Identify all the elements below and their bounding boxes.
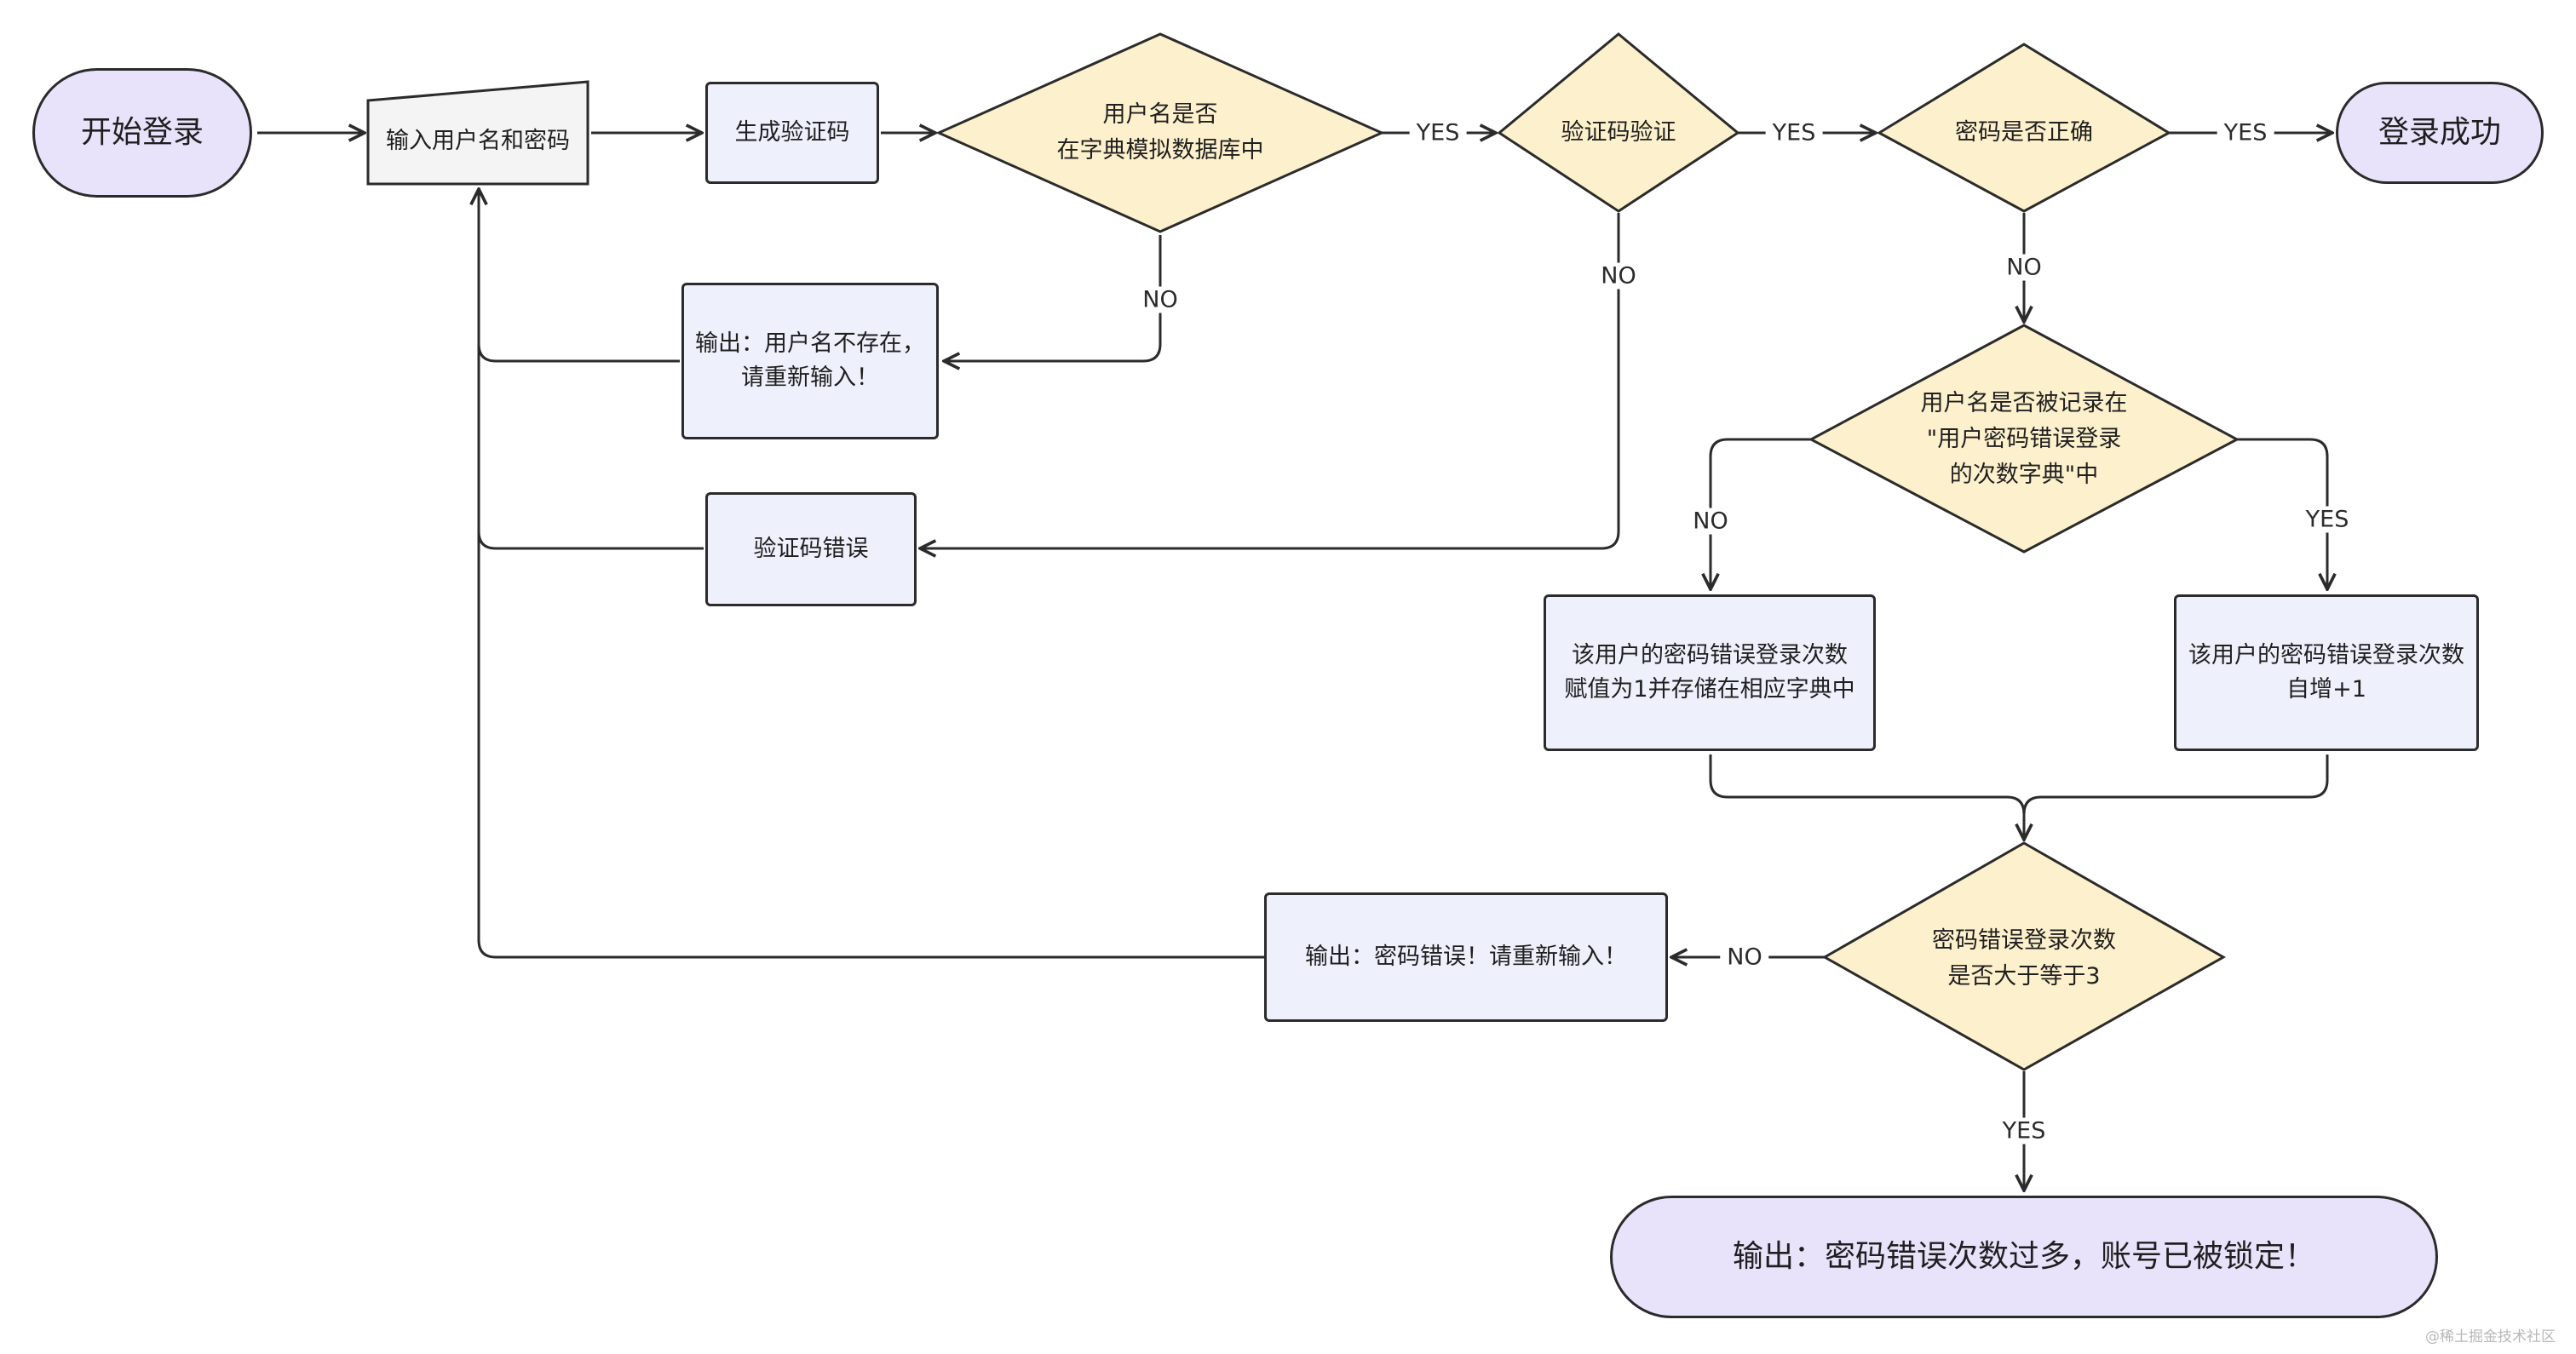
edge-captcha-error-back <box>477 531 704 550</box>
edge-merge-right <box>2022 754 2329 815</box>
decision-recorded-shape <box>1808 324 2240 554</box>
input-node: 输入用户名和密码 <box>386 127 570 154</box>
start-terminal: 开始登录 <box>32 68 252 198</box>
label-password-no: NO <box>1999 254 2049 281</box>
decision-password-shape <box>1876 43 2172 213</box>
edge-recorded-yes <box>2237 438 2327 589</box>
label-over3-no: NO <box>1720 944 1769 971</box>
output-no-user-box: 输出：用户名不存在， 请重新输入！ <box>681 283 939 439</box>
generate-captcha-box: 生成验证码 <box>705 82 879 184</box>
decision-captcha: 验证码验证 <box>1561 119 1676 146</box>
edge-merge-left <box>1709 754 2024 840</box>
label-user-no: NO <box>1136 286 1185 313</box>
captcha-error-box: 验证码错误 <box>705 492 917 606</box>
decision-password: 密码是否正确 <box>1955 119 2093 146</box>
label-captcha-no: NO <box>1594 262 1643 290</box>
increment-count-box: 该用户的密码错误登录次数 自增+1 <box>2174 594 2479 751</box>
label-recorded-no: NO <box>1686 508 1735 535</box>
edge-user-no <box>944 235 1162 361</box>
edge-recorded-no <box>1711 438 1811 589</box>
input-shape <box>366 80 589 186</box>
label-password-yes: YES <box>2217 119 2274 146</box>
label-recorded-yes: YES <box>2298 506 2356 533</box>
label-user-yes: YES <box>1409 119 1467 146</box>
decision-recorded: 用户名是否被记录在 "用户密码错误登录 的次数字典"中 <box>1920 390 2128 488</box>
decision-captcha-shape <box>1497 32 1740 213</box>
locked-terminal: 输出：密码错误次数过多，账号已被锁定！ <box>1610 1196 2438 1318</box>
label-captcha-yes: YES <box>1765 119 1823 146</box>
decision-over3: 密码错误登录次数 是否大于等于3 <box>1932 927 2116 990</box>
edge-captcha-no <box>920 213 1620 548</box>
watermark: @稀土掘金技术社区 <box>2425 1328 2556 1345</box>
decision-over3-shape <box>1821 841 2227 1071</box>
decision-user-exists: 用户名是否 在字典模拟数据库中 <box>1056 101 1264 164</box>
set-count-box: 该用户的密码错误登录次数 赋值为1并存储在相应字典中 <box>1544 594 1876 751</box>
decision-user-exists-shape <box>935 32 1385 233</box>
edge-return-to-input <box>479 189 1264 959</box>
success-terminal: 登录成功 <box>2336 82 2544 184</box>
edge-no-user-back <box>477 343 680 363</box>
label-over3-yes: YES <box>1995 1117 2053 1145</box>
output-retry-box: 输出：密码错误！请重新输入！ <box>1264 892 1668 1022</box>
